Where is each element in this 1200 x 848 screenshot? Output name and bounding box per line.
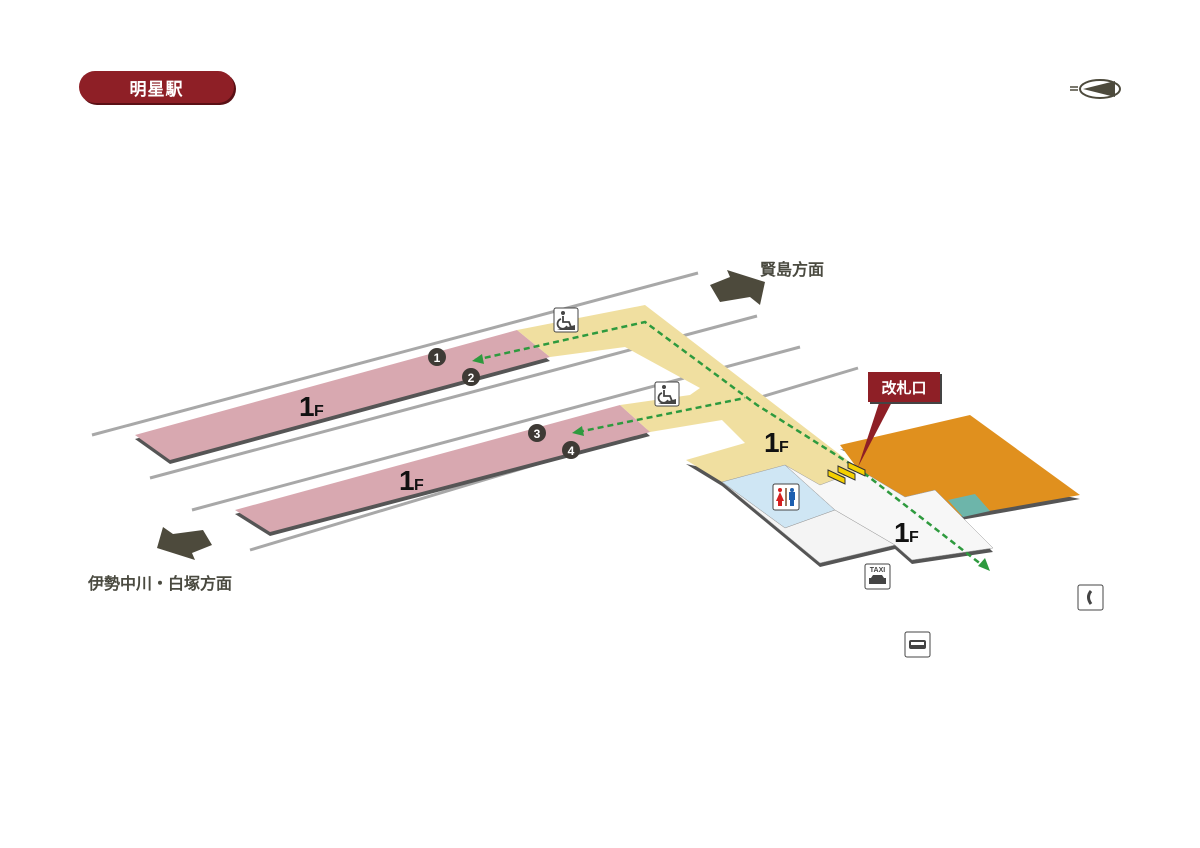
direction-south-label: 伊勢中川・白塚方面 bbox=[88, 574, 233, 593]
gate-pointer bbox=[858, 400, 893, 467]
platform-1-2 bbox=[135, 330, 550, 460]
svg-text:F: F bbox=[779, 439, 789, 456]
exit-2: 2 bbox=[462, 368, 480, 386]
building-annex bbox=[948, 494, 990, 517]
track-line bbox=[91, 271, 699, 437]
station-title: 明星駅 bbox=[79, 71, 234, 103]
building-area bbox=[840, 415, 1080, 517]
svg-text:TAXI: TAXI bbox=[870, 567, 885, 574]
arrow-south-icon bbox=[157, 527, 212, 560]
bus-icon bbox=[904, 631, 931, 658]
exit-1: 1 bbox=[428, 348, 446, 366]
svg-text:1: 1 bbox=[764, 427, 780, 458]
barrier-free-route bbox=[474, 320, 983, 566]
svg-text:3: 3 bbox=[534, 427, 541, 441]
svg-text:1: 1 bbox=[299, 391, 315, 422]
plaza bbox=[784, 464, 994, 561]
svg-text:1: 1 bbox=[894, 517, 910, 548]
exit-4: 4 bbox=[562, 441, 580, 459]
svg-text:1: 1 bbox=[434, 351, 441, 365]
svg-text:2: 2 bbox=[468, 371, 475, 385]
arrow-north-icon bbox=[710, 270, 765, 305]
svg-text:F: F bbox=[414, 477, 424, 494]
wheelchair-ramp-icon bbox=[654, 381, 680, 407]
svg-text:F: F bbox=[314, 403, 324, 420]
platform-3-4 bbox=[235, 405, 650, 532]
svg-text:1: 1 bbox=[399, 465, 415, 496]
toilet-icon bbox=[772, 483, 800, 511]
direction-north-label: 賢島方面 bbox=[760, 260, 825, 279]
telephone-icon bbox=[1077, 584, 1104, 611]
svg-text:4: 4 bbox=[568, 444, 575, 458]
ticket-gates bbox=[827, 461, 866, 485]
compass-icon bbox=[1070, 79, 1121, 99]
concourse bbox=[517, 305, 860, 485]
wheelchair-ramp-icon bbox=[553, 307, 579, 333]
exit-3: 3 bbox=[528, 424, 546, 442]
ticket-gate-label: 改札口 bbox=[868, 372, 940, 402]
svg-text:F: F bbox=[909, 529, 919, 546]
taxi-icon: TAXI bbox=[864, 563, 891, 590]
